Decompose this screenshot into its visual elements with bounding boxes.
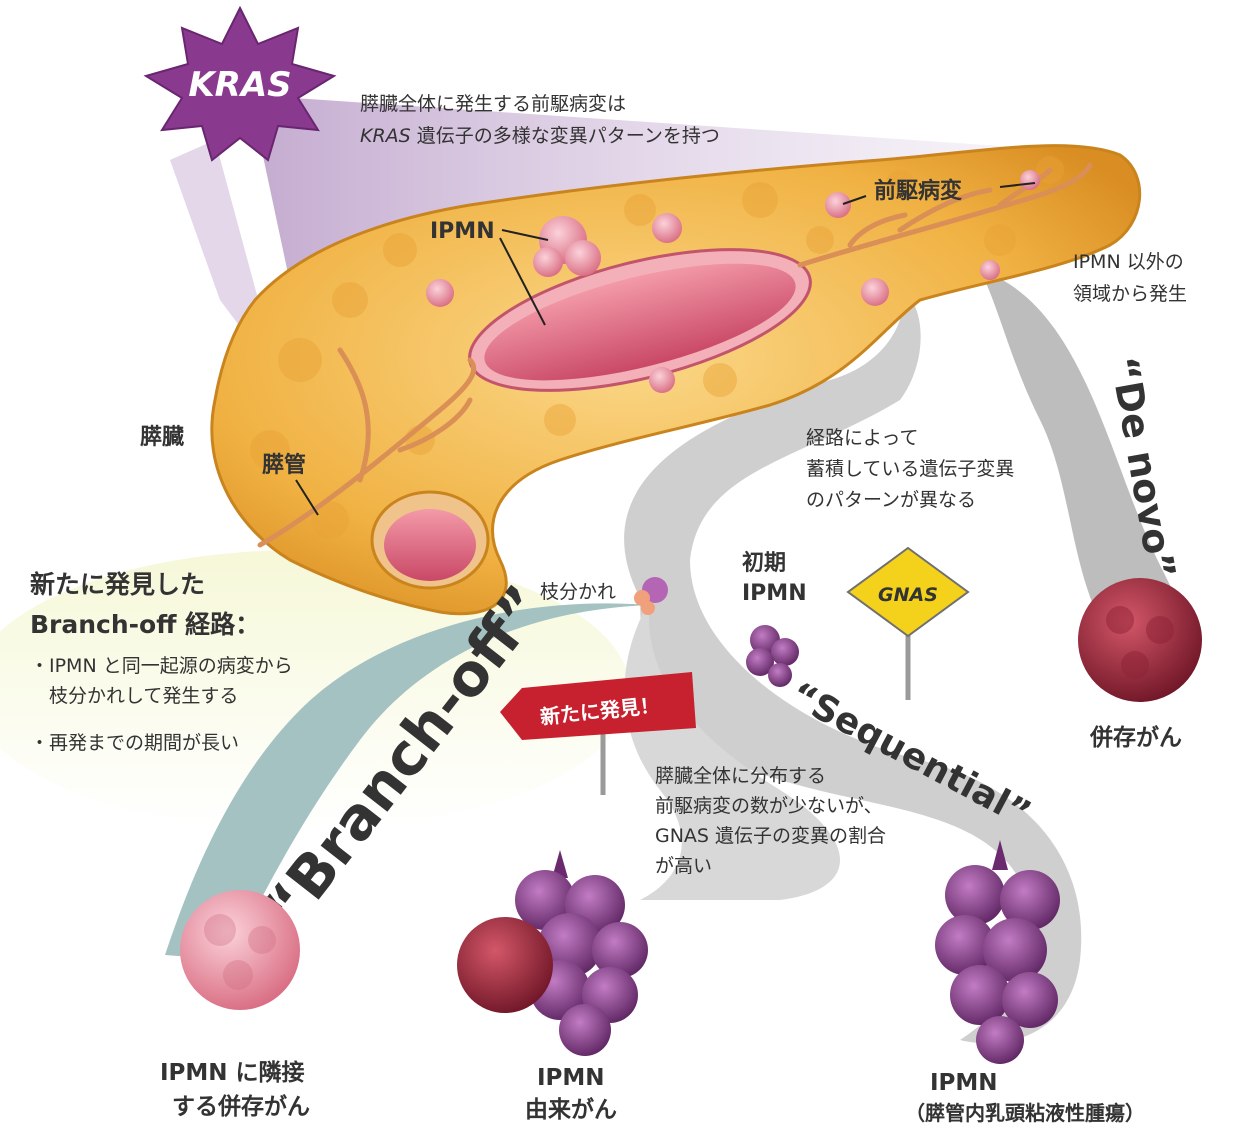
label-precursor: 前駆病変 <box>874 178 962 204</box>
label-derived-1: IPMN <box>537 1065 605 1091</box>
branch-off-bullet-1a: ・IPMN と同一起源の病変から <box>30 655 293 677</box>
gnas-sign-text: GNAS <box>878 584 938 606</box>
kras-caption-italic: KRAS <box>360 125 411 147</box>
label-derived-2: 由来がん <box>525 1096 617 1123</box>
label-ipmn-tumor-2: （膵管内乳頭粘液性腫瘍） <box>905 1101 1145 1125</box>
tumor-de-novo <box>1078 578 1202 702</box>
label-ipmn: IPMN <box>430 219 495 244</box>
kras-caption-line1: 膵臓全体に発生する前駆病変は <box>360 93 626 115</box>
label-adjacent-1: IPMN に隣接 <box>160 1060 305 1086</box>
kras-caption-rest: 遺伝子の多様な変異パターンを持つ <box>411 125 720 147</box>
route-note-line1: 経路によって <box>806 427 918 449</box>
label-early-ipmn-2: IPMN <box>742 581 807 606</box>
label-pancreas: 膵臓 <box>140 425 184 450</box>
kras-badge-text: KRAS <box>188 65 291 105</box>
label-adjacent-2: する併存がん <box>172 1093 310 1120</box>
branch-off-bullet-1b: 枝分かれして発生する <box>30 685 238 707</box>
sequential-note-line4: が高い <box>655 855 712 877</box>
tumor-branch-off <box>180 890 300 1010</box>
label-branch-point: 枝分かれ <box>540 581 616 603</box>
branch-off-bullet-2: ・再発までの期間が長い <box>30 732 239 754</box>
label-duct: 膵管 <box>262 452 306 478</box>
kras-caption-line2: KRAS 遺伝子の多様な変異パターンを持つ <box>360 125 720 147</box>
sequential-note-line2: 前駆病変の数が少ないが、 <box>655 795 883 817</box>
branch-off-title-1: 新たに発見した <box>30 570 205 599</box>
route-note-line2: 蓄積している遺伝子変異 <box>806 458 1014 480</box>
label-non-ipmn-line1: IPMN 以外の <box>1073 251 1184 273</box>
sequential-note-line1: 膵臓全体に分布する <box>655 765 826 787</box>
route-note-line3: のパターンが異なる <box>806 489 976 511</box>
label-early-ipmn-1: 初期 <box>742 550 786 576</box>
label-ipmn-tumor-1: IPMN <box>930 1070 998 1096</box>
label-concomitant: 併存がん <box>1089 724 1182 751</box>
branch-off-title-2: Branch-off 経路： <box>30 610 260 639</box>
label-non-ipmn-line2: 領域から発生 <box>1073 283 1187 305</box>
sequential-note-line3: GNAS 遺伝子の変異の割合 <box>655 825 886 847</box>
